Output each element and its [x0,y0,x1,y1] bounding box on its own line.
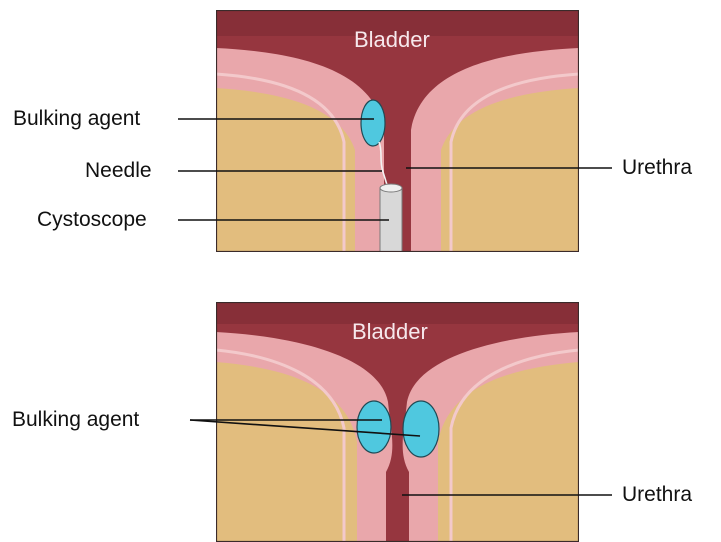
leader-bulking-agent-bottom-b [190,420,420,436]
label-bulking-agent-bottom: Bulking agent [12,409,139,430]
label-urethra-bottom: Urethra [622,484,692,505]
